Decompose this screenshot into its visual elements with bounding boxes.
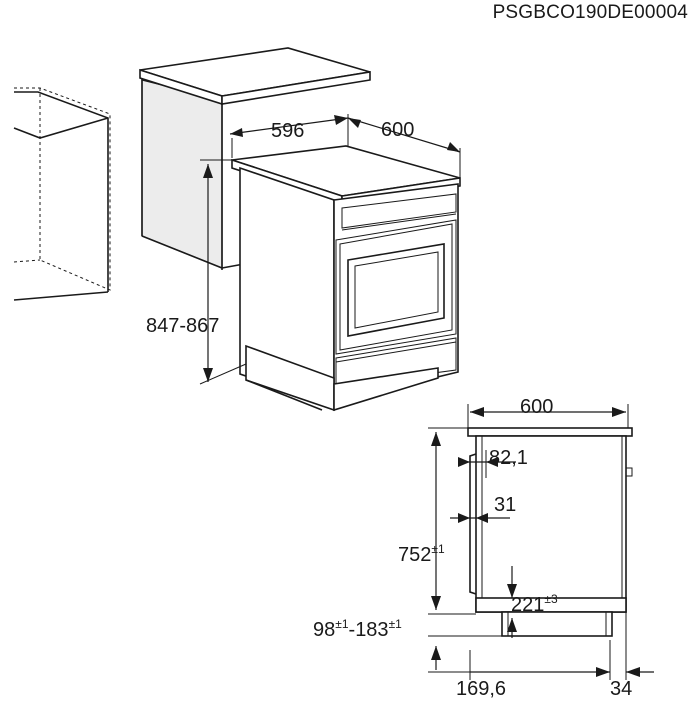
- dim-169-label: 169,6: [456, 678, 506, 700]
- dim-98-label: 98: [313, 619, 335, 641]
- dim-221-label: 221: [511, 594, 544, 616]
- iso-depth-label: 600: [381, 119, 414, 141]
- dim-34-label: 34: [610, 678, 632, 700]
- dim-752-tolerance: ±1: [431, 542, 445, 556]
- dim-separator: -: [349, 619, 356, 641]
- dim-752-group: 752±1: [398, 542, 445, 566]
- cooker-side-view: [467, 427, 633, 637]
- cooker-iso: [231, 145, 461, 412]
- dim-82-label: 82,1: [489, 447, 528, 469]
- dim-98-183-group: 98±1-183±1: [313, 617, 402, 641]
- dim-183-label: 183: [355, 619, 388, 641]
- side-width-label: 600: [520, 396, 553, 418]
- dim-752-label: 752: [398, 544, 431, 566]
- document-code: PSGBCO190DE00004: [492, 2, 688, 23]
- right-cabinet: [139, 47, 371, 270]
- dim-31-label: 31: [494, 494, 516, 516]
- dim-221-tolerance: ±3: [544, 592, 558, 606]
- dim-183-tolerance: ±1: [389, 617, 403, 631]
- dim-221-group: 221±3: [511, 592, 558, 616]
- iso-height-label: 847-867: [146, 315, 219, 337]
- iso-width-label: 596: [271, 120, 304, 142]
- dim-98-tolerance: ±1: [335, 617, 349, 631]
- iso-dimensions: [199, 114, 461, 385]
- side-dimensions: [428, 404, 654, 680]
- left-cabinet: [13, 87, 111, 301]
